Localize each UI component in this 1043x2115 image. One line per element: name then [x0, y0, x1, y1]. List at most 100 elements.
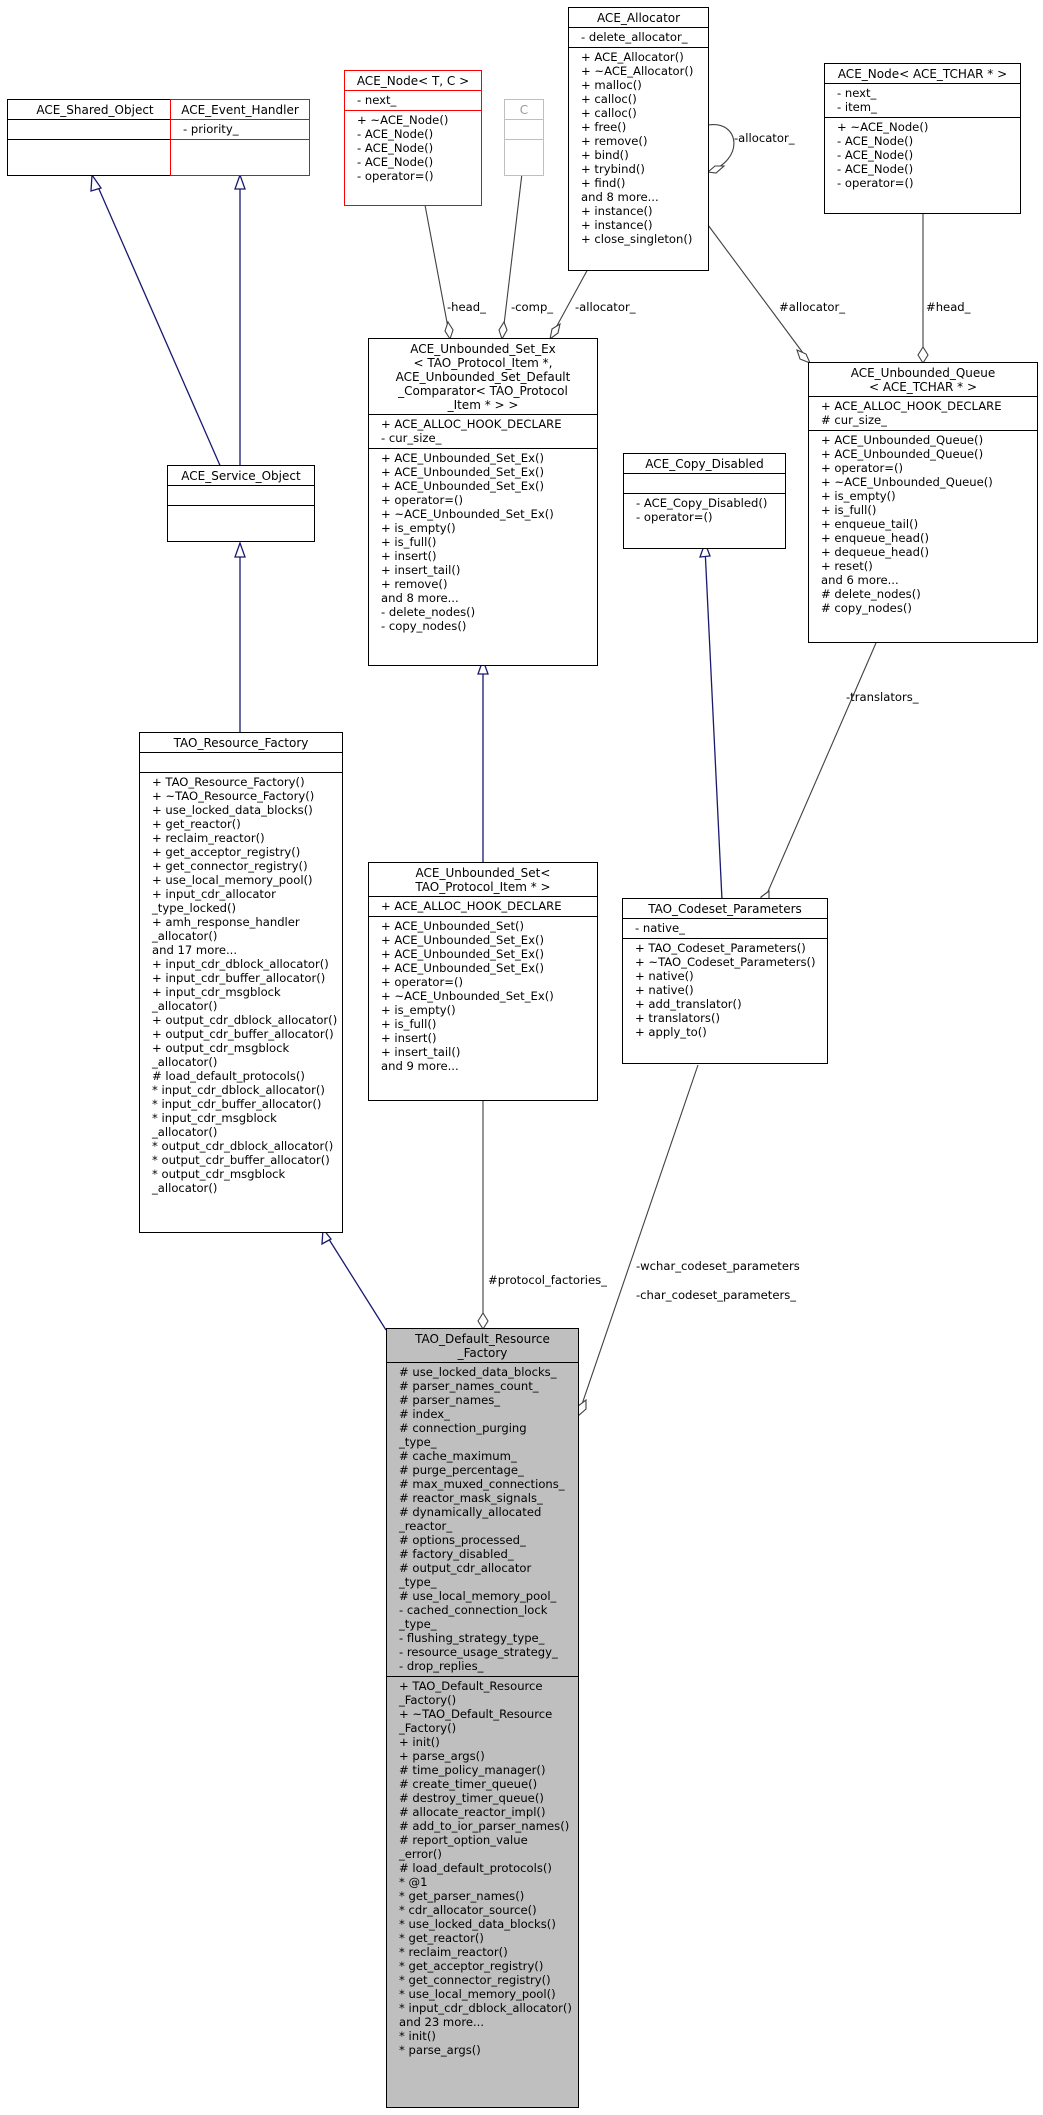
operation-12: * get_parser_names() — [399, 1889, 525, 1903]
operation-2: + use_locked_data_blocks() — [152, 803, 313, 817]
operation-1: - ACE_Node() — [357, 127, 434, 141]
operation-21: and 23 more... — [399, 2015, 485, 2029]
class-title: ACE_Unbounded_Set_Ex < TAO_Protocol_Item… — [395, 342, 571, 412]
attribute-1: - item_ — [837, 100, 877, 114]
class-title: ACE_Allocator — [596, 11, 681, 25]
operation-section: + TAO_Codeset_Parameters()+ ~TAO_Codeset… — [623, 938, 827, 1042]
class-ace-allocator[interactable]: ACE_Allocator- delete_allocator_+ ACE_Al… — [568, 7, 709, 271]
operation-17: # load_default_protocols() — [152, 1069, 305, 1083]
attribute-2: # parser_names_ — [399, 1393, 501, 1407]
attribute-0: + ACE_ALLOC_HOOK_DECLARE — [381, 899, 562, 913]
class-title: ACE_Service_Object — [181, 469, 301, 483]
assoc-comp — [502, 164, 524, 334]
attribute-section — [140, 752, 342, 772]
operation-0: + ACE_Allocator() — [581, 50, 684, 64]
operation-11: - delete_nodes() — [381, 605, 476, 619]
attribute-14: - cached_connection_lock _type_ — [399, 1603, 548, 1631]
operation-7: + insert() — [381, 549, 437, 563]
operation-7: + enqueue_head() — [821, 531, 929, 545]
attribute-0: # use_locked_data_blocks_ — [399, 1365, 557, 1379]
operation-3: + ACE_Unbounded_Set_Ex() — [381, 961, 545, 975]
assoc-allocator-queue — [707, 224, 807, 358]
class-ace-event-handler[interactable]: ACE_Event_Handler- priority_ — [170, 99, 310, 176]
class-title: TAO_Default_Resource _Factory — [415, 1332, 550, 1360]
operation-2: + operator=() — [821, 461, 904, 475]
operation-4: + add_translator() — [635, 997, 742, 1011]
attribute-1: # cur_size_ — [821, 413, 887, 427]
operation-section: + ACE_Unbounded_Queue()+ ACE_Unbounded_Q… — [809, 430, 1037, 618]
edge-label-allocator-queue: #allocator_ — [779, 300, 846, 314]
operation-2: - ACE_Node() — [837, 148, 914, 162]
attribute-0: - priority_ — [183, 122, 239, 136]
operation-4: - operator=() — [357, 169, 434, 183]
operation-1: + ~ACE_Allocator() — [581, 64, 694, 78]
operation-9: # report_option_value _error() — [399, 1833, 528, 1861]
operation-12: # copy_nodes() — [821, 601, 912, 615]
operation-8: + input_cdr_allocator _type_locked() — [152, 887, 276, 915]
operation-9: + amh_response_handler _allocator() — [152, 915, 300, 943]
class-ace-unbounded-set-ex[interactable]: ACE_Unbounded_Set_Ex < TAO_Protocol_Item… — [368, 338, 598, 666]
class-title: TAO_Codeset_Parameters — [648, 902, 802, 916]
operation-1: + ACE_Unbounded_Set_Ex() — [381, 933, 545, 947]
attribute-section: - priority_ — [171, 119, 309, 139]
class-tao-codeset-parameters[interactable]: TAO_Codeset_Parameters - native_ + TAO_Cod… — [622, 898, 828, 1064]
class-tao-resource-factory[interactable]: TAO_Resource_Factory+ TAO_Resource_Facto… — [139, 732, 343, 1233]
edge-label-protocol-factories: #protocol_factories_ — [488, 1273, 607, 1287]
diamond-head — [444, 320, 454, 341]
attribute-3: # index_ — [399, 1407, 450, 1421]
attribute-section: + ACE_ALLOC_HOOK_DECLARE# cur_size_ — [809, 396, 1037, 430]
operation-3: + operator=() — [381, 493, 464, 507]
class-tao-default-resource-factory[interactable]: TAO_Default_Resource _Factory # use_locke… — [386, 1328, 579, 2108]
operation-16: * reclaim_reactor() — [399, 1945, 508, 1959]
diamond-allocator-set — [549, 322, 561, 341]
operation-6: + is_empty() — [381, 1003, 456, 1017]
operation-6: # destroy_timer_queue() — [399, 1791, 544, 1805]
class-ace-unbounded-set[interactable]: ACE_Unbounded_Set< TAO_Protocol_Item * >… — [368, 862, 598, 1101]
operation-3: + calloc() — [581, 92, 637, 106]
edge-label-comp: -comp_ — [511, 300, 554, 314]
edge-label-head: -head_ — [447, 300, 486, 314]
operation-8: + insert() — [381, 1031, 437, 1045]
operation-20: * input_cdr_dblock_allocator() — [399, 2001, 572, 2015]
attribute-16: - resource_usage_strategy_ — [399, 1645, 558, 1659]
operation-section: + ACE_Unbounded_Set()+ ACE_Unbounded_Set… — [369, 916, 597, 1076]
class-template-param-c[interactable]: C — [504, 99, 544, 176]
diamond-allocator-self — [706, 165, 726, 174]
operation-7: + is_full() — [381, 1017, 437, 1031]
diamond-protocol-factories — [477, 1311, 489, 1331]
operation-0: + TAO_Resource_Factory() — [152, 775, 305, 789]
edge-label-head-queue: #head_ — [926, 300, 971, 314]
attribute-section — [505, 119, 543, 139]
edge-label-allocator-set: -allocator_ — [575, 300, 636, 314]
operation-section: + ACE_Unbounded_Set_Ex()+ ACE_Unbounded_… — [369, 448, 597, 636]
attribute-0: + ACE_ALLOC_HOOK_DECLARE — [821, 399, 1002, 413]
operation-0: - ACE_Copy_Disabled() — [636, 496, 768, 510]
triangle-handler — [234, 173, 246, 190]
diamond-allocator-queue — [796, 348, 812, 365]
attribute-section — [168, 485, 314, 505]
class-ace-shared-object[interactable]: ACE_Shared_Object — [7, 99, 183, 176]
operation-5: + is_empty() — [381, 521, 456, 535]
operation-5: + is_full() — [821, 503, 877, 517]
operation-3: + ~ACE_Unbounded_Queue() — [821, 475, 993, 489]
operation-1: + ~TAO_Default_Resource _Factory() — [399, 1707, 553, 1735]
operation-6: + is_full() — [381, 535, 437, 549]
assoc-codeset — [579, 1064, 699, 1411]
attribute-8: # reactor_mask_signals_ — [399, 1491, 543, 1505]
class-ace-unbounded-queue[interactable]: ACE_Unbounded_Queue < ACE_TCHAR * >+ ACE… — [808, 362, 1038, 643]
operation-2: + ACE_Unbounded_Set_Ex() — [381, 479, 545, 493]
attribute-17: - drop_replies_ — [399, 1659, 484, 1673]
class-ace-node-tchar[interactable]: ACE_Node< ACE_TCHAR * >- next_- item_+ ~… — [824, 63, 1021, 214]
class-ace-copy-disabled[interactable]: ACE_Copy_Disabled- ACE_Copy_Disabled()- … — [623, 453, 786, 549]
class-ace-node-t-c[interactable]: ACE_Node< T, C >- next_+ ~ACE_Node()- AC… — [344, 70, 482, 206]
attribute-0: - native_ — [635, 921, 685, 935]
assoc-allocator-self — [707, 124, 735, 173]
operation-section: + TAO_Resource_Factory()+ ~TAO_Resource_… — [140, 772, 342, 1198]
operation-section — [171, 139, 309, 159]
operation-22: * output_cdr_buffer_allocator() — [152, 1153, 330, 1167]
operation-14: * use_locked_data_blocks() — [399, 1917, 556, 1931]
operation-12: - copy_nodes() — [381, 619, 467, 633]
class-ace-service-object[interactable]: ACE_Service_Object — [167, 465, 315, 542]
operation-23: * output_cdr_msgblock _allocator() — [152, 1167, 286, 1195]
